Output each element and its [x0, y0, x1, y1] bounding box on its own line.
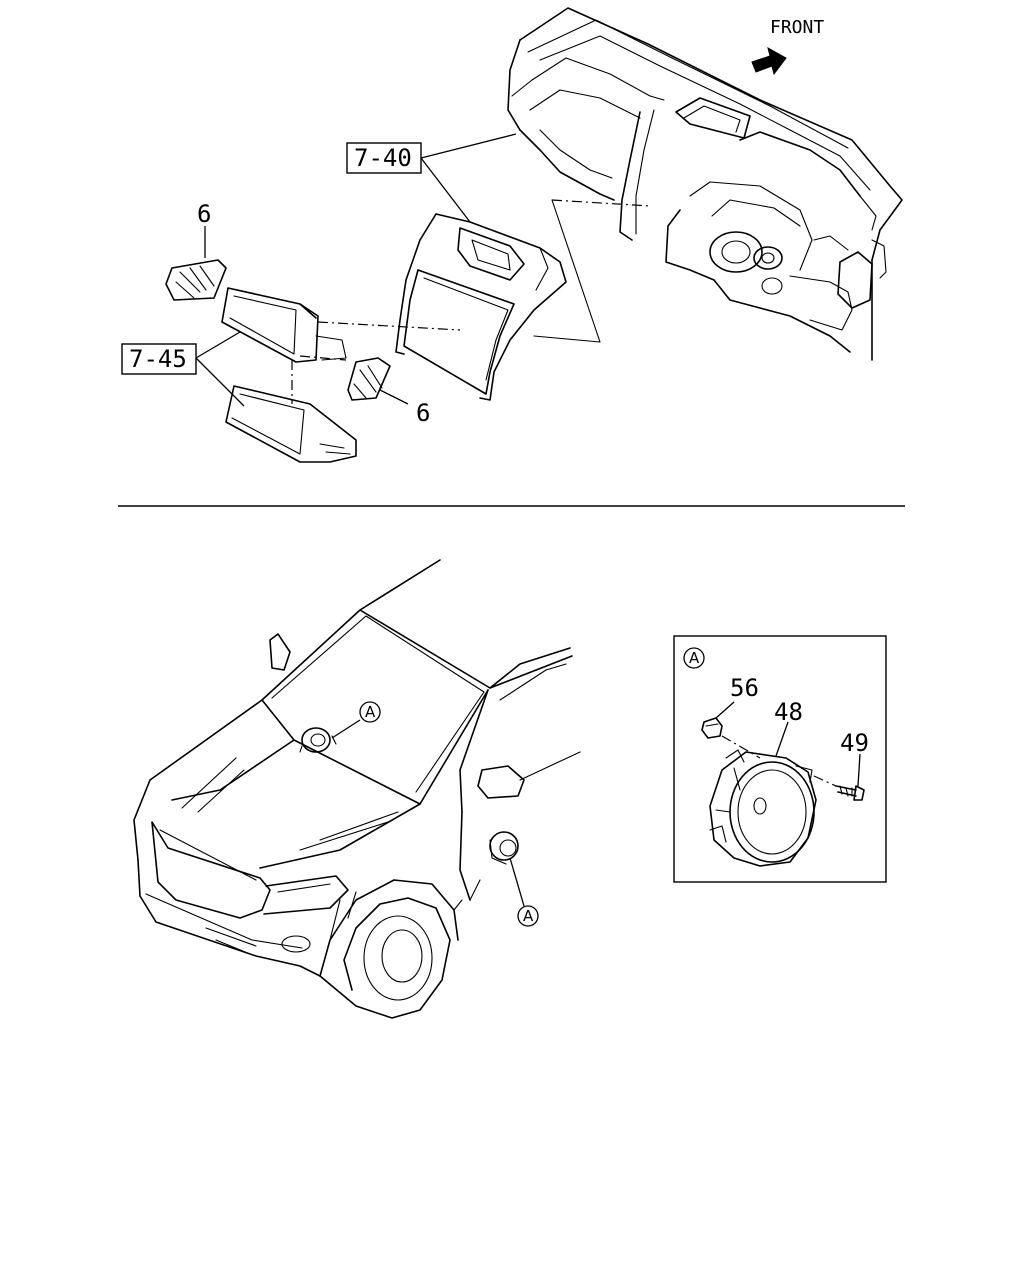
callout-7-45-text: 7-45 [129, 345, 187, 373]
clip-part: 56 [701, 674, 759, 739]
door-ref-text: A [523, 907, 534, 925]
front-arrow-icon [751, 47, 787, 76]
vehicle-illustration [133, 559, 581, 1019]
detail-a-ref-text: A [689, 649, 700, 667]
vent-left [165, 226, 227, 301]
center-console-bezel [395, 213, 567, 401]
callout-vent-left: 6 [197, 200, 211, 228]
callout-vent-right: 6 [416, 399, 430, 427]
windshield-speaker-location: A [299, 701, 381, 753]
dashboard-illustration [507, 7, 903, 361]
front-label: FRONT [770, 17, 824, 38]
front-direction-indicator: FRONT [751, 17, 824, 76]
storage-pocket-assemblies [221, 287, 461, 463]
callout-speaker: 48 [774, 698, 803, 726]
speaker-part: 48 [709, 698, 817, 867]
detail-a-panel: A 56 48 49 [673, 635, 887, 883]
screw-part: 49 [813, 729, 869, 801]
windshield-ref-text: A [365, 703, 376, 721]
callout-clip: 56 [730, 674, 759, 702]
callout-7-40: 7-40 [346, 133, 517, 223]
callout-screw: 49 [840, 729, 869, 757]
vent-right [347, 357, 409, 405]
callout-7-40-text: 7-40 [354, 144, 412, 172]
callout-7-45: 7-45 [121, 331, 245, 407]
door-speaker-location: A [489, 831, 539, 927]
